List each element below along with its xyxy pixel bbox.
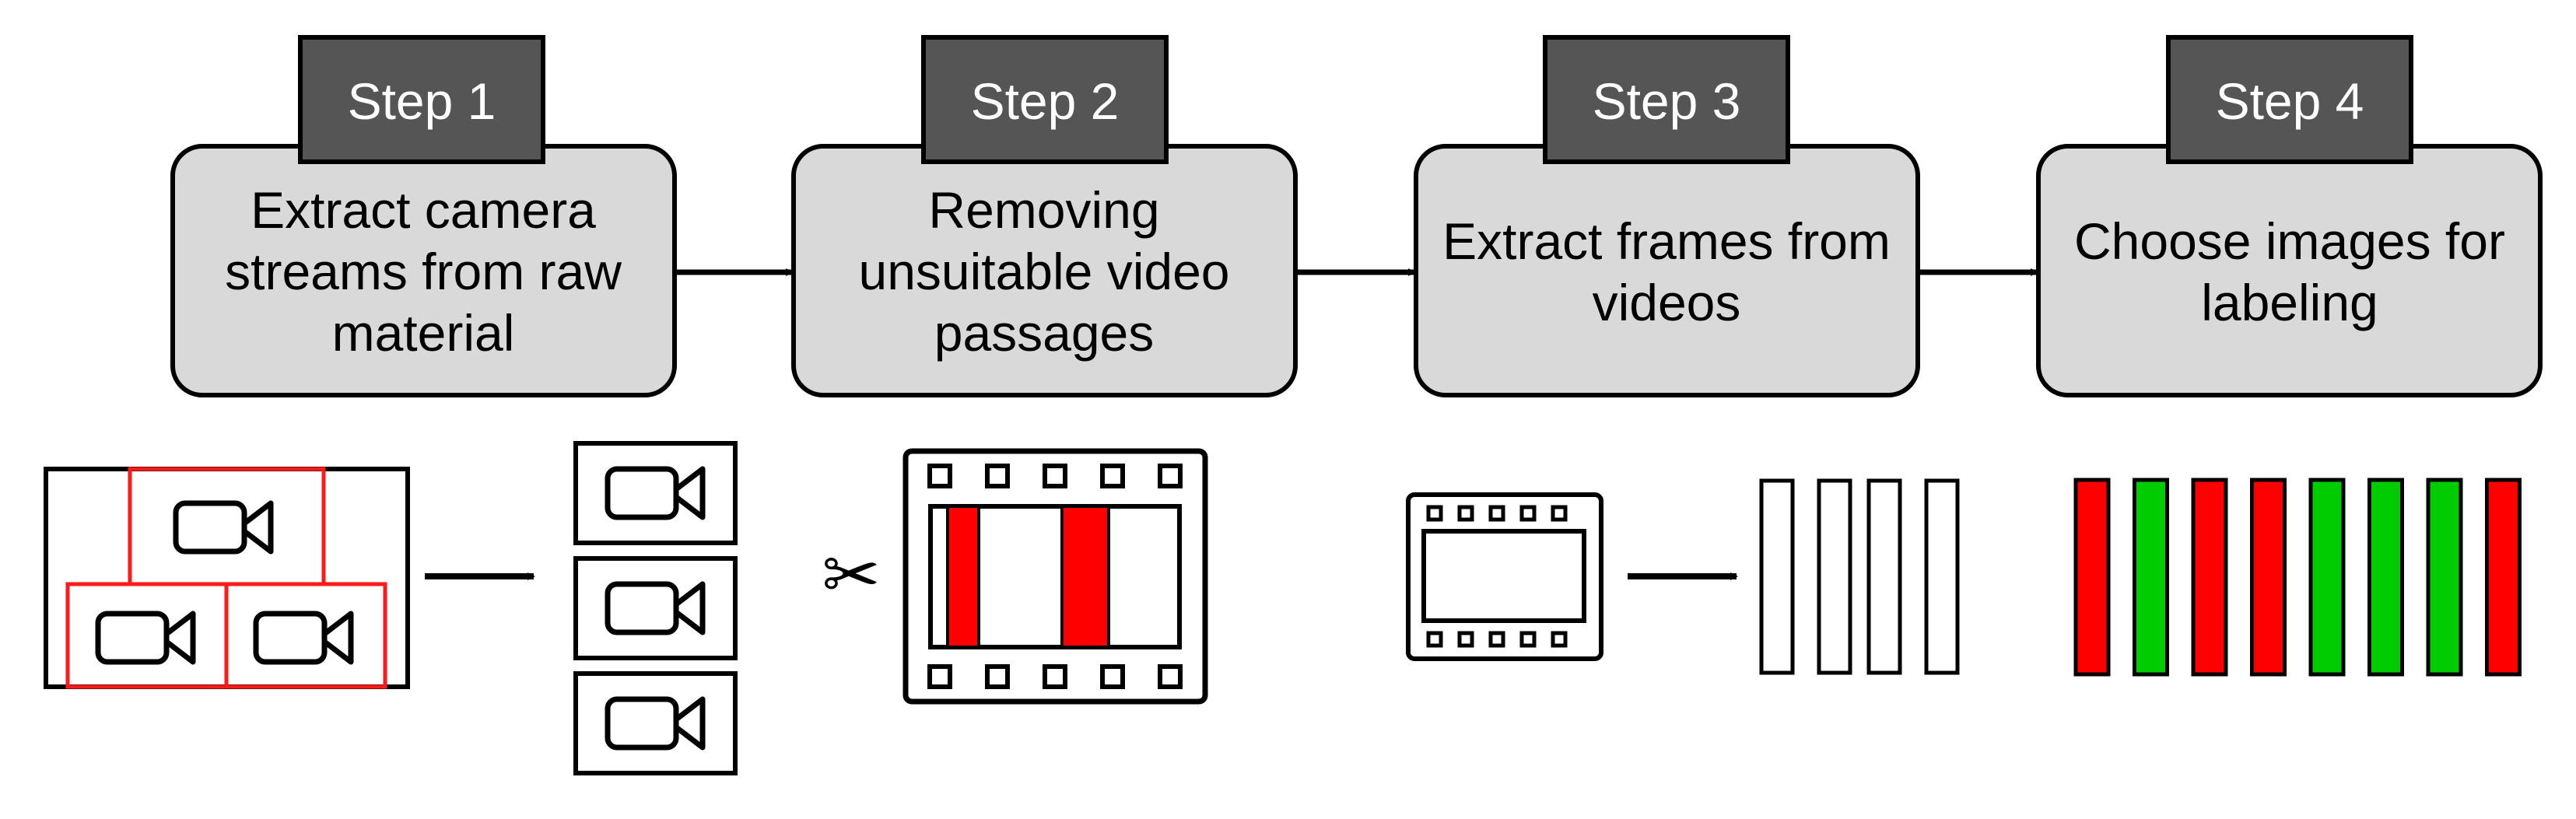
film-hole xyxy=(1158,464,1183,488)
film-hole xyxy=(1519,505,1537,522)
film-hole xyxy=(1457,505,1474,522)
extracted-frame xyxy=(1817,478,1852,675)
film-hole xyxy=(1426,631,1443,648)
step-2-line-1: Removing xyxy=(928,181,1159,239)
labeling-image-green xyxy=(2133,478,2169,677)
removed-passage xyxy=(946,505,980,649)
step-2-line-3: passages xyxy=(934,304,1155,362)
film-hole xyxy=(1426,505,1443,522)
extracted-frame xyxy=(1759,478,1795,675)
film-hole xyxy=(1100,464,1125,488)
step-3-line-1: Extract frames from xyxy=(1442,212,1891,270)
labeling-image-green xyxy=(2367,478,2404,677)
step-tab xyxy=(298,35,545,164)
step-box xyxy=(2036,144,2543,397)
film-frame xyxy=(1421,529,1586,623)
step-3: Step 3 Extract frames from videos xyxy=(1414,35,1920,397)
film-hole xyxy=(985,664,1010,689)
film-hole xyxy=(1551,631,1568,648)
labeling-image-red xyxy=(2250,478,2287,677)
camera-stream xyxy=(573,556,738,660)
film-hole xyxy=(1519,631,1537,648)
step-1-line-1: Extract camera xyxy=(251,181,596,239)
film-hole xyxy=(1457,631,1474,648)
step-4-label: Step 4 xyxy=(2216,72,2364,130)
labeling-selection xyxy=(2073,478,2522,677)
extracted-frames xyxy=(1759,478,1960,675)
film-strip-cut-illustration xyxy=(902,448,1208,705)
step-2-line-2: unsuitable video xyxy=(858,243,1229,300)
step-3-label: Step 3 xyxy=(1593,72,1741,130)
film-hole xyxy=(1488,631,1505,648)
camera-region xyxy=(224,582,387,689)
labeling-image-red xyxy=(2073,478,2111,677)
step-4: Step 4 Choose images for labeling xyxy=(2036,35,2543,397)
labeling-image-red xyxy=(2485,478,2522,677)
raw-material-illustration xyxy=(44,467,410,689)
step-4-line-1: Choose images for xyxy=(2074,212,2505,270)
step-1-line-3: material xyxy=(332,304,515,362)
camera-streams-illustration xyxy=(573,441,738,775)
removed-passage xyxy=(1060,505,1110,649)
step-box xyxy=(1414,144,1920,397)
film-hole xyxy=(1043,664,1067,689)
labeling-image-green xyxy=(2308,478,2346,677)
extracted-frame xyxy=(1924,478,1960,675)
labeling-image-green xyxy=(2426,478,2463,677)
step-2-label: Step 2 xyxy=(971,72,1120,130)
film-hole xyxy=(1043,464,1067,488)
film-hole xyxy=(1158,664,1183,689)
scissors-icon: ✂ xyxy=(822,534,880,616)
film-strip-small-illustration xyxy=(1406,492,1603,661)
labeling-image-red xyxy=(2191,478,2228,677)
film-hole xyxy=(1488,505,1505,522)
step-1-line-2: streams from raw xyxy=(225,243,622,300)
film-hole xyxy=(985,464,1010,488)
film-hole xyxy=(1551,505,1568,522)
step-1-label: Step 1 xyxy=(348,72,496,130)
film-hole xyxy=(927,664,952,689)
step-4-line-2: labeling xyxy=(2201,274,2378,331)
step-3-line-2: videos xyxy=(1593,274,1741,331)
step-tab xyxy=(1543,35,1790,164)
film-hole xyxy=(1100,664,1125,689)
step-1: Step 1 Extract camera streams from raw m… xyxy=(170,35,677,397)
step-2: Step 2 Removing unsuitable video passage… xyxy=(791,35,1298,397)
step-tab xyxy=(2166,35,2413,164)
step-tab xyxy=(921,35,1169,164)
film-hole xyxy=(927,464,952,488)
extracted-frame xyxy=(1866,478,1902,675)
